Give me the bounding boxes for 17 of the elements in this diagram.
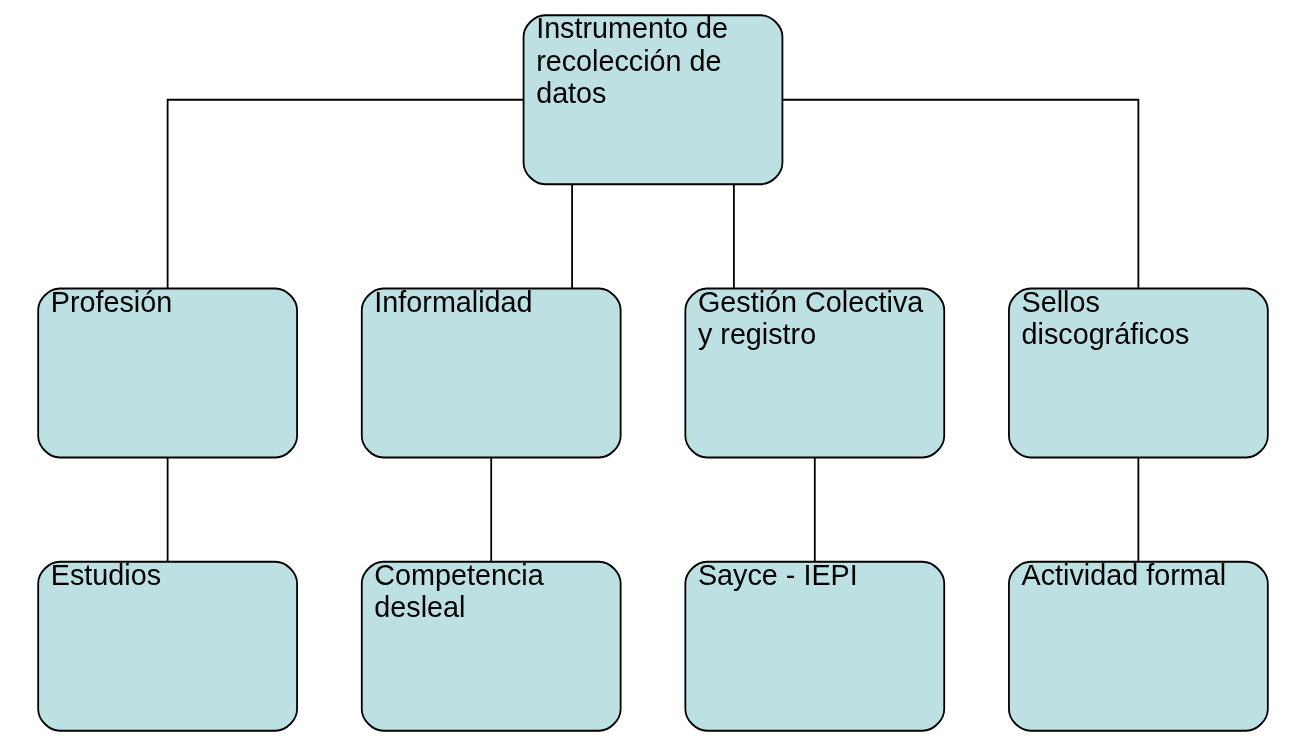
node-box: Estudios	[37, 560, 298, 732]
connector	[166, 98, 525, 289]
node-box: Actividad formal	[1008, 560, 1269, 732]
node-box: Gestión Colectiva y registro	[684, 287, 946, 459]
node-box: Sayce - IEPI	[684, 560, 946, 732]
connector	[813, 457, 816, 563]
connector	[571, 183, 573, 289]
node-box: Informalidad	[360, 287, 622, 459]
node-box: Sellos discográficos	[1008, 287, 1269, 459]
node-box: Profesión	[37, 287, 298, 459]
node-box: Instrumento de recolección de datos	[522, 14, 784, 186]
connector	[1137, 457, 1140, 563]
node-box: Competencia desleal	[360, 560, 622, 732]
connector	[166, 457, 169, 563]
connector	[781, 98, 1140, 289]
connector	[733, 183, 735, 289]
connector	[490, 457, 493, 563]
